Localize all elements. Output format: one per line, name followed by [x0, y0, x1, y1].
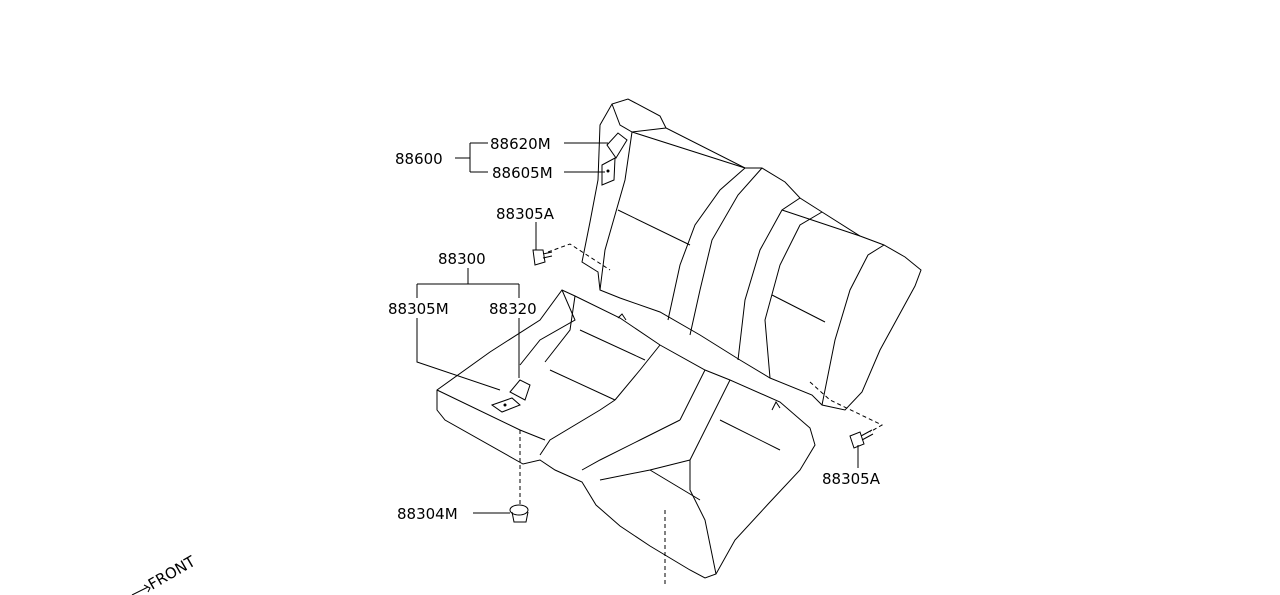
front-arrow-icon	[131, 584, 151, 595]
bolt-icon-upper	[532, 249, 553, 266]
clip-icon	[509, 504, 529, 523]
label-88305M: 88305M	[388, 300, 449, 318]
bolt-icon-lower	[849, 429, 874, 449]
label-88305A-upper: 88305A	[496, 205, 555, 223]
label-88305A-lower: 88305A	[822, 470, 881, 488]
label-88304M: 88304M	[397, 505, 458, 523]
label-88605M: 88605M	[492, 164, 553, 182]
label-88620M: 88620M	[490, 135, 551, 153]
label-88320: 88320	[489, 300, 537, 318]
label-88600: 88600	[395, 150, 443, 168]
label-88300: 88300	[438, 250, 486, 268]
front-label: FRONT	[145, 552, 199, 594]
cushion-drawing	[436, 289, 816, 579]
leader-lines	[416, 142, 884, 585]
seatback-drawing	[581, 98, 922, 411]
seatback-trim-patch	[606, 132, 628, 159]
